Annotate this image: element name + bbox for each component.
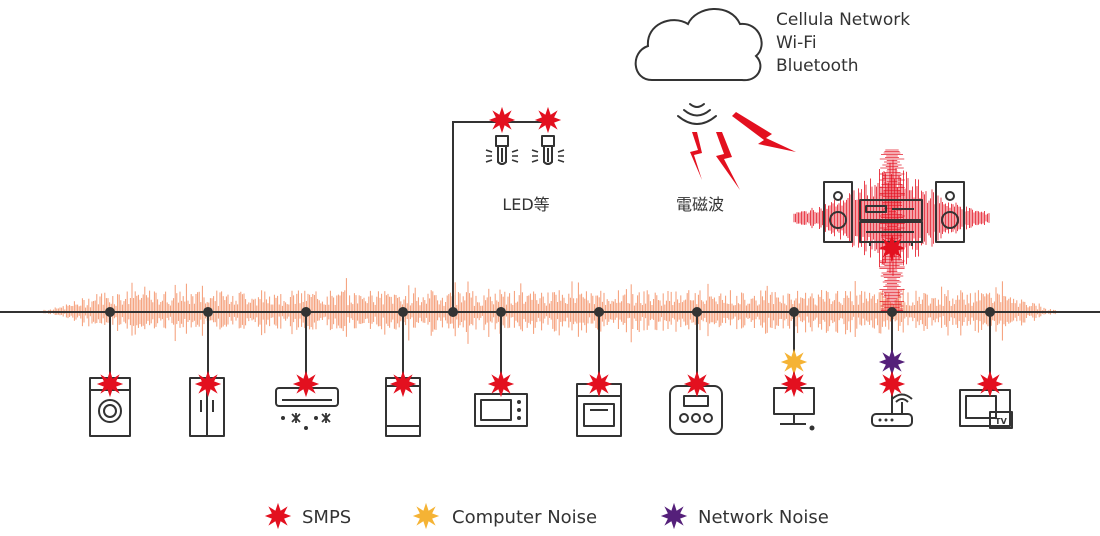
device-row bbox=[89, 377, 1013, 437]
wireless-signal-icon bbox=[677, 103, 717, 125]
speaker-right-icon bbox=[935, 181, 965, 243]
legend-network-noise-label: Network Noise bbox=[698, 507, 829, 528]
smps-noise-marker bbox=[534, 106, 562, 134]
cloud-label-line-1: Cellula Network bbox=[776, 10, 910, 30]
smps-noise-marker bbox=[585, 370, 613, 398]
cloud-label-line-3: Bluetooth bbox=[776, 56, 859, 76]
power-line-noise-wave bbox=[43, 278, 1056, 344]
led-bulb-icon bbox=[531, 135, 565, 165]
junction-node bbox=[887, 307, 897, 317]
led-bulb-icon bbox=[485, 135, 519, 165]
junction-node bbox=[398, 307, 408, 317]
legend-network-noise-icon bbox=[660, 502, 688, 530]
legend-computer-noise-icon bbox=[412, 502, 440, 530]
smps-noise-marker bbox=[389, 370, 417, 398]
junction-node bbox=[692, 307, 702, 317]
legend-smps-label: SMPS bbox=[302, 507, 351, 528]
smps-noise-marker bbox=[976, 370, 1004, 398]
led-branch-wire bbox=[452, 121, 548, 312]
smps-noise-marker bbox=[878, 370, 906, 398]
junction-node bbox=[496, 307, 506, 317]
smps-noise-marker bbox=[878, 234, 906, 262]
smps-noise-marker bbox=[194, 370, 222, 398]
smps-noise-marker bbox=[488, 106, 516, 134]
legend-smps-icon bbox=[264, 502, 292, 530]
speaker-left-icon bbox=[823, 181, 853, 243]
audio-noise-wave bbox=[793, 149, 990, 313]
tv-badge-label: TV bbox=[995, 417, 1007, 426]
junction-node-led bbox=[448, 307, 458, 317]
legend: SMPS Computer Noise Network Noise bbox=[264, 502, 829, 530]
air-conditioner-icon bbox=[275, 387, 339, 430]
router-icon bbox=[871, 393, 913, 427]
cloud-label-line-2: Wi-Fi bbox=[776, 33, 817, 53]
smps-noise-marker bbox=[487, 370, 515, 398]
smps-noise-marker bbox=[683, 370, 711, 398]
legend-computer-noise-label: Computer Noise bbox=[452, 507, 597, 528]
junction-node bbox=[105, 307, 115, 317]
smps-noise-marker bbox=[96, 370, 124, 398]
audio-amplifier-icon bbox=[859, 199, 923, 246]
electromagnetic-wave-label: 電磁波 bbox=[676, 195, 724, 214]
smps-noise-marker bbox=[780, 370, 808, 398]
cloud-icon bbox=[634, 8, 763, 82]
electromagnetic-lightning-icons bbox=[690, 112, 796, 190]
junction-node bbox=[789, 307, 799, 317]
junction-node bbox=[203, 307, 213, 317]
microwave-icon bbox=[474, 393, 528, 427]
smps-noise-marker bbox=[292, 370, 320, 398]
led-label: LED等 bbox=[502, 195, 549, 214]
junction-node bbox=[301, 307, 311, 317]
junction-node bbox=[985, 307, 995, 317]
junction-node bbox=[594, 307, 604, 317]
